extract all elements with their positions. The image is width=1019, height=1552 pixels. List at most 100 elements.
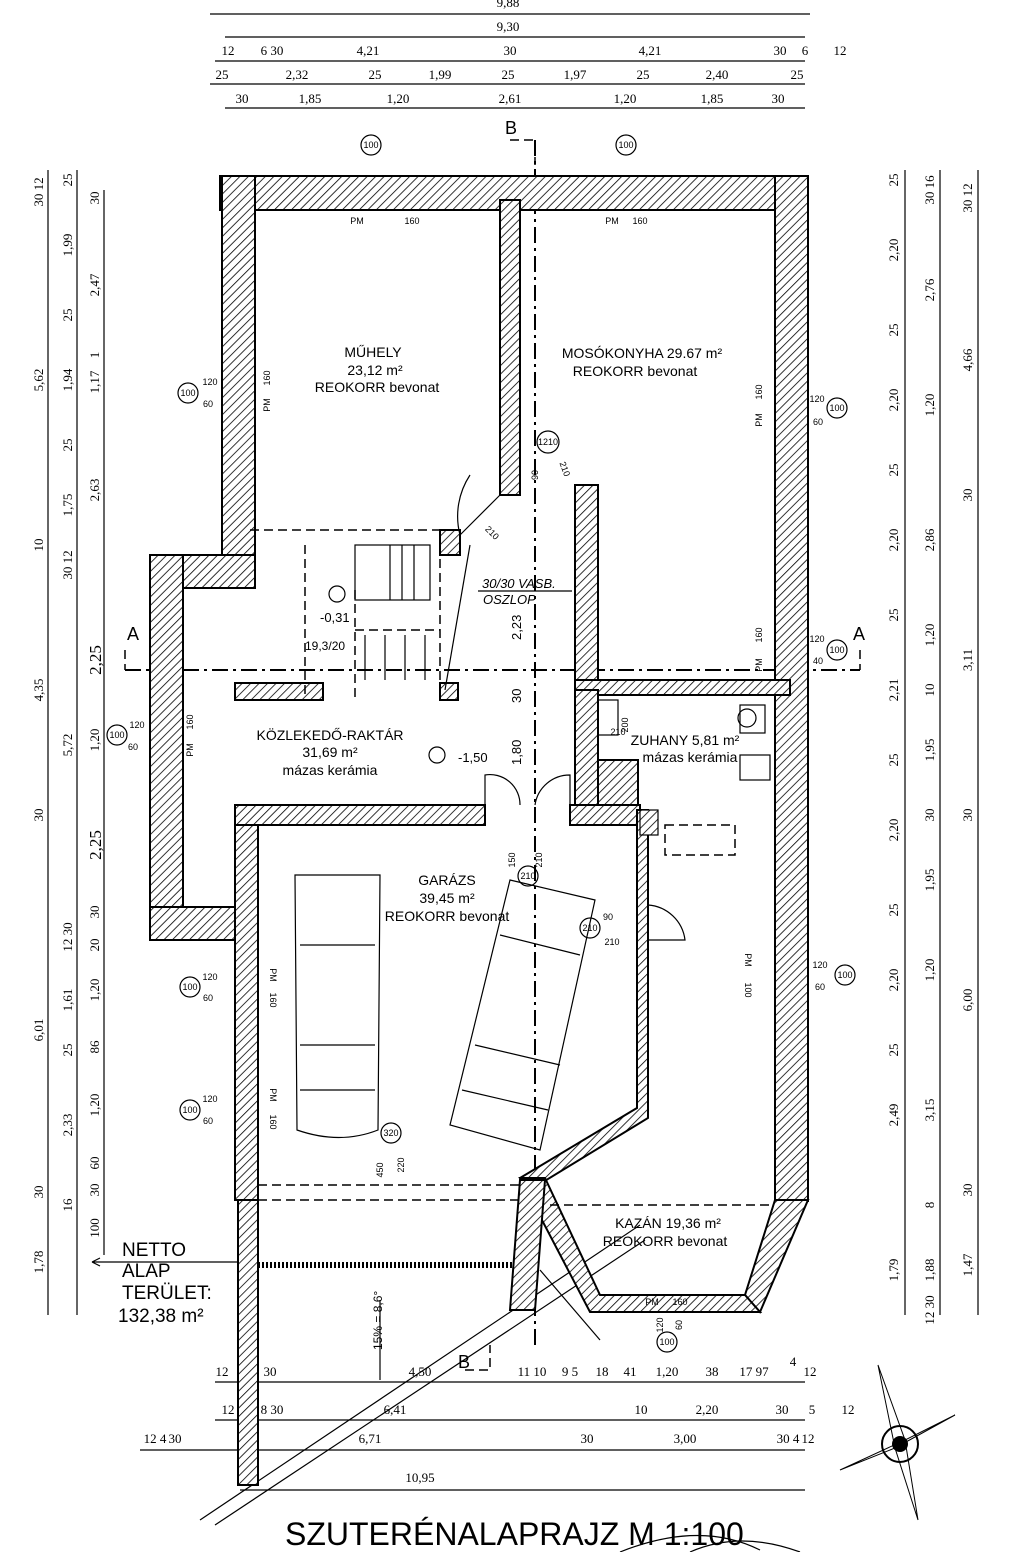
dim-label: 2,40 [706, 67, 729, 82]
svg-text:1,20: 1,20 [87, 729, 102, 752]
svg-text:PM: PM [645, 1297, 659, 1307]
svg-text:B: B [458, 1352, 470, 1372]
svg-text:25: 25 [886, 904, 901, 917]
svg-text:30: 30 [31, 1186, 46, 1199]
svg-text:19,3/20: 19,3/20 [305, 639, 345, 653]
svg-text:25: 25 [60, 439, 75, 452]
svg-text:150: 150 [507, 852, 517, 867]
svg-text:25: 25 [60, 1044, 75, 1057]
svg-text:60: 60 [87, 1157, 102, 1170]
dim-label: 25 [502, 67, 515, 82]
dim-label: 6 30 [261, 43, 284, 58]
svg-text:3,11: 3,11 [960, 649, 975, 671]
room-kazan: KAZÁN 19,36 m² REOKORR bevonat [603, 1215, 728, 1249]
svg-text:160: 160 [404, 216, 419, 226]
svg-text:1210: 1210 [538, 437, 558, 447]
svg-text:KAZÁN 19,36 m²: KAZÁN 19,36 m² [615, 1215, 721, 1231]
dim-label: 1,97 [564, 67, 587, 82]
dim-label: 25 [637, 67, 650, 82]
svg-text:210: 210 [582, 923, 597, 933]
dim-label: 9,88 [497, 0, 520, 10]
svg-text:2,86: 2,86 [922, 528, 937, 551]
svg-text:6,71: 6,71 [359, 1431, 382, 1446]
svg-text:25: 25 [886, 1044, 901, 1057]
svg-text:2,25: 2,25 [86, 830, 105, 860]
svg-text:25: 25 [60, 174, 75, 187]
svg-text:120: 120 [812, 960, 827, 970]
svg-text:120: 120 [809, 394, 824, 404]
svg-text:210: 210 [520, 871, 535, 881]
svg-text:30 4: 30 4 [777, 1431, 800, 1446]
svg-text:120: 120 [655, 1317, 665, 1332]
svg-text:60: 60 [813, 417, 823, 427]
svg-text:MŰHELY: MŰHELY [344, 344, 402, 360]
svg-text:2,33: 2,33 [60, 1114, 75, 1137]
dim-label: 25 [791, 67, 804, 82]
dim-label: 30 [772, 91, 785, 106]
net-area-label: NETTO ALAP TERÜLET: 132,38 m² [91, 1240, 238, 1327]
svg-text:1,47: 1,47 [960, 1253, 975, 1276]
svg-text:160: 160 [268, 1114, 278, 1129]
annotations: 30/30 VASB. OSZLOP -0,31 19,3/20 -1,50 2… [305, 576, 572, 1350]
dim-label: 30 [774, 43, 787, 58]
svg-text:100: 100 [743, 982, 753, 997]
svg-text:1,61: 1,61 [60, 989, 75, 1012]
svg-text:20: 20 [87, 939, 102, 952]
svg-text:2,20: 2,20 [886, 239, 901, 262]
svg-text:23,12 m²: 23,12 m² [347, 362, 403, 378]
svg-text:100: 100 [180, 388, 195, 398]
svg-text:10,95: 10,95 [405, 1470, 434, 1485]
signature [619, 1534, 801, 1552]
level-marker-icon [328, 585, 346, 603]
right-dimensions: 25 2,20 25 2,20 25 2,20 25 2,21 25 2,20 … [886, 174, 975, 1325]
svg-text:132,38 m²: 132,38 m² [118, 1306, 204, 1327]
drawing-title: SZUTERÉNALAPRAJZ M 1:100 [285, 1516, 744, 1552]
svg-text:100: 100 [829, 645, 844, 655]
svg-text:120: 120 [202, 377, 217, 387]
svg-text:30: 30 [509, 689, 524, 703]
svg-text:160: 160 [185, 714, 195, 729]
svg-text:120: 120 [129, 720, 144, 730]
svg-text:100: 100 [837, 970, 852, 980]
svg-text:A: A [127, 624, 139, 644]
svg-text:PM: PM [605, 216, 619, 226]
svg-text:REOKORR bevonat: REOKORR bevonat [385, 908, 510, 924]
dim-label: 1,85 [701, 91, 724, 106]
svg-text:1,80: 1,80 [509, 740, 524, 765]
dim-label: 1,20 [614, 91, 637, 106]
svg-text:100: 100 [109, 730, 124, 740]
svg-text:30: 30 [87, 906, 102, 919]
svg-text:REOKORR bevonat: REOKORR bevonat [603, 1233, 728, 1249]
svg-text:11 10: 11 10 [518, 1364, 547, 1379]
svg-text:450: 450 [375, 1162, 385, 1177]
dim-label: 4,21 [639, 43, 662, 58]
svg-text:9 5: 9 5 [562, 1364, 578, 1379]
svg-text:PM: PM [743, 953, 753, 967]
svg-text:2,20: 2,20 [886, 389, 901, 412]
svg-text:200: 200 [620, 717, 630, 732]
svg-text:8 30: 8 30 [261, 1402, 284, 1417]
svg-text:1,20: 1,20 [656, 1364, 679, 1379]
svg-text:40: 40 [813, 656, 823, 666]
dim-label: 2,32 [286, 67, 309, 82]
top-dimensions: 9,88 9,30 12 6 30 4,21 30 4,21 30 6 12 2… [216, 0, 847, 106]
svg-text:100: 100 [659, 1337, 674, 1347]
svg-text:30 12: 30 12 [31, 177, 46, 206]
staircase [354, 544, 431, 680]
svg-text:60: 60 [128, 742, 138, 752]
svg-text:25: 25 [886, 324, 901, 337]
dim-label: 1,85 [299, 91, 322, 106]
dim-label: 9,30 [497, 19, 520, 34]
svg-text:100: 100 [618, 140, 633, 150]
svg-text:NETTO: NETTO [122, 1240, 186, 1261]
svg-text:2,20: 2,20 [886, 969, 901, 992]
svg-text:A: A [853, 624, 865, 644]
svg-text:86: 86 [87, 1040, 102, 1054]
svg-text:1,20: 1,20 [922, 394, 937, 417]
dim-label: 2,61 [499, 91, 522, 106]
svg-text:10: 10 [922, 684, 937, 697]
dim-label: 30 [236, 91, 249, 106]
